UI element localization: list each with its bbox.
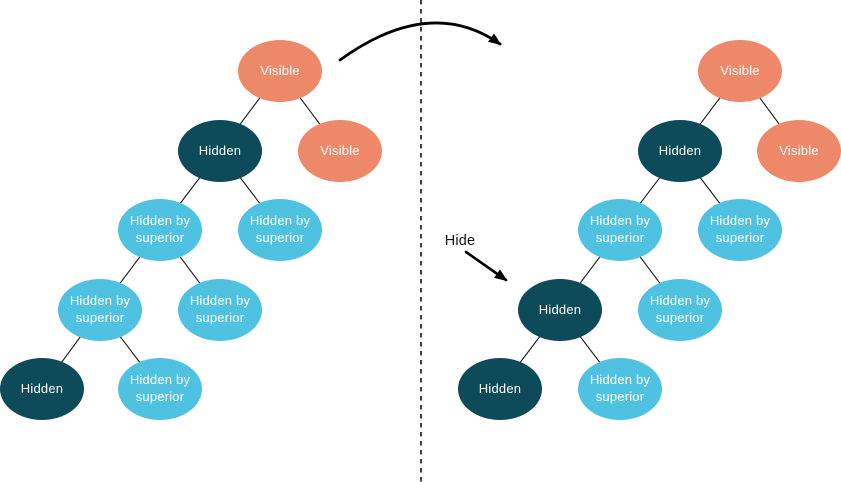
before-node-hidden: Hidden bbox=[0, 358, 84, 420]
before-node-hidden-by-superior: Hidden by superior bbox=[118, 358, 202, 420]
before-node-hidden-by-superior: Hidden by superior bbox=[178, 279, 262, 341]
hide-label: Hide bbox=[444, 233, 476, 249]
transform-arrow bbox=[338, 21, 502, 62]
after-node-hidden-by-superior: Hidden by superior bbox=[638, 279, 722, 341]
after-node-hidden: Hidden bbox=[638, 120, 722, 182]
after-node-root-visible: Visible bbox=[698, 40, 782, 102]
before-node-hidden-by-superior: Hidden by superior bbox=[238, 199, 322, 261]
after-node-hidden-by-superior: Hidden by superior bbox=[578, 199, 662, 261]
before-node-hidden-by-superior: Hidden by superior bbox=[58, 279, 142, 341]
before-node-hidden: Hidden bbox=[178, 120, 262, 182]
before-node-root-visible: Visible bbox=[238, 40, 322, 102]
after-node-hidden-by-superior: Hidden by superior bbox=[578, 358, 662, 420]
hide-arrow bbox=[464, 250, 508, 282]
after-node-hidden-by-superior: Hidden by superior bbox=[698, 199, 782, 261]
before-node-visible: Visible bbox=[298, 120, 382, 182]
after-node-hidden: Hidden bbox=[458, 358, 542, 420]
before-node-hidden-by-superior: Hidden by superior bbox=[118, 199, 202, 261]
after-node-hidden-target: Hidden bbox=[518, 279, 602, 341]
after-node-visible: Visible bbox=[757, 120, 841, 182]
